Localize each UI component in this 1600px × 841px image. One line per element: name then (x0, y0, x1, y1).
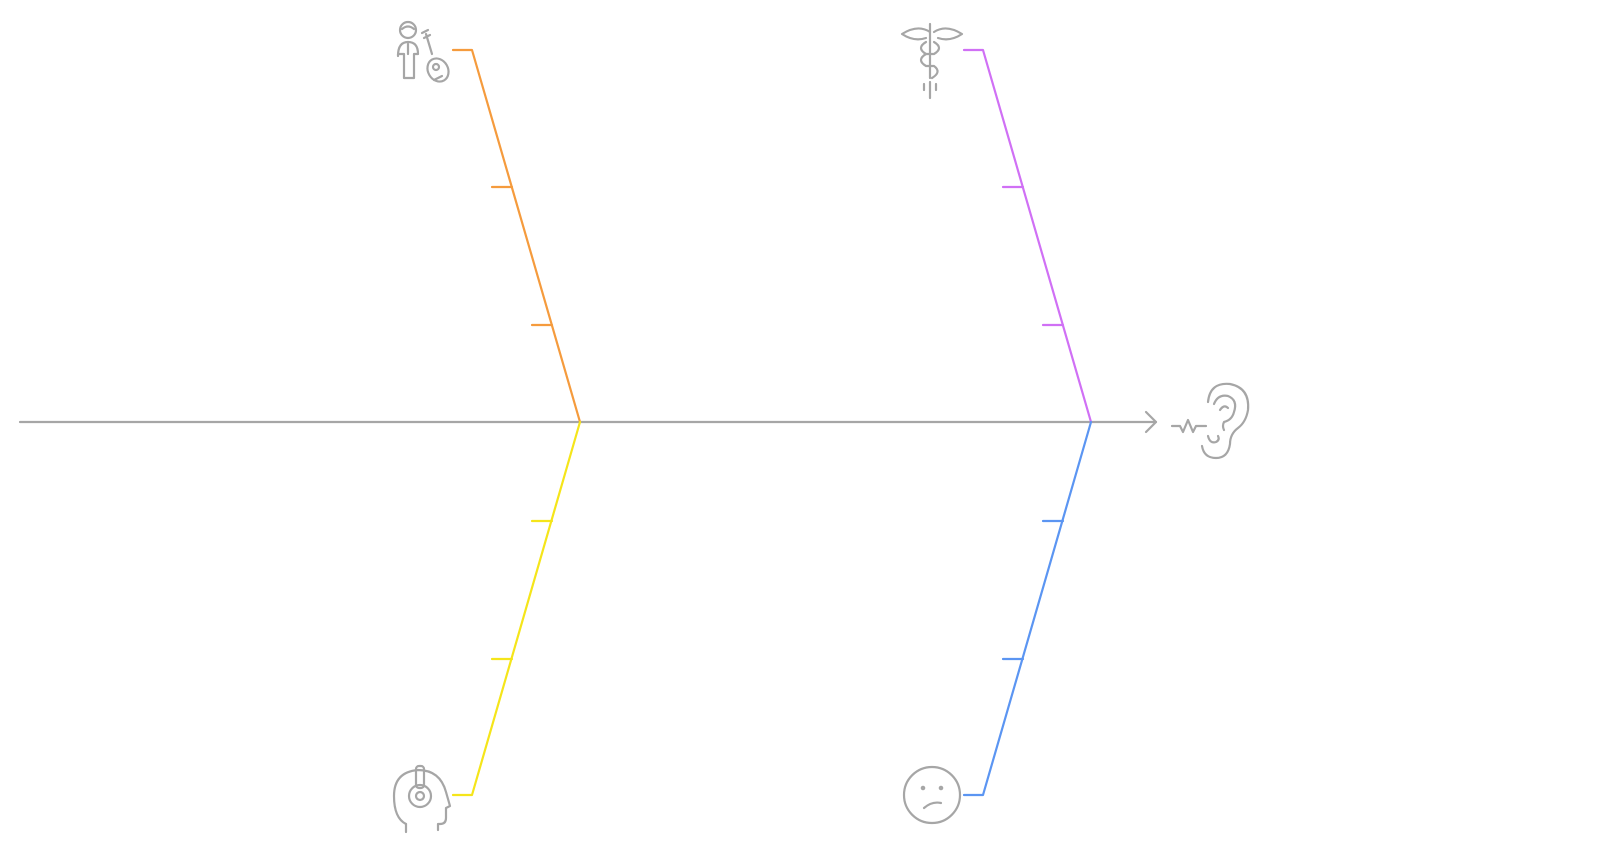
headphones-head-icon (392, 764, 452, 834)
bone-line (962, 48, 1093, 424)
bone-line (962, 420, 1093, 797)
sad-face-icon (902, 765, 962, 825)
bone-line (451, 420, 582, 797)
musician-guitar-icon (396, 20, 450, 83)
cause-bone-headphones (451, 420, 582, 797)
cause-bone-medical (962, 48, 1093, 424)
cause-bone-musician (451, 48, 582, 424)
caduceus-medical-icon (900, 22, 964, 100)
cause-bone-mood (962, 420, 1093, 797)
spine (18, 410, 1158, 434)
ear-hearing-icon (1170, 382, 1250, 460)
bone-line (451, 48, 582, 424)
spine-arrowhead (1144, 410, 1158, 434)
